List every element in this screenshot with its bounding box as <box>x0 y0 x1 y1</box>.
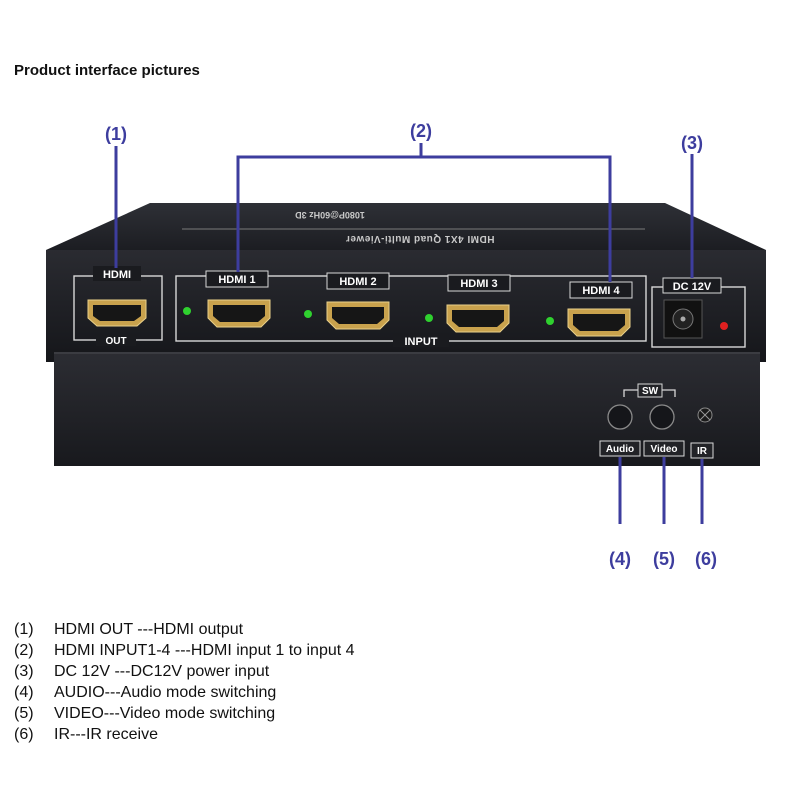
legend-item: (6) IR---IR receive <box>14 724 574 745</box>
input-led-3 <box>425 314 433 322</box>
front-device: HDMI 4X1 Quad Multi-Viewer 1080P@60Hz 3D… <box>46 203 766 362</box>
callout-2: (2) <box>410 121 432 141</box>
input-led-1 <box>183 307 191 315</box>
ir-receiver <box>697 407 713 423</box>
legend-number: (3) <box>14 663 34 680</box>
hdmi-in-port-1 <box>207 299 271 328</box>
legend-item: (3) DC 12V ---DC12V power input <box>14 661 574 682</box>
hdmi-in-port-2 <box>326 301 390 330</box>
hdmi-in-port-3 <box>446 304 510 333</box>
hdmi-out-port <box>87 299 147 327</box>
audio-button <box>607 404 633 430</box>
device-top-face <box>46 203 766 250</box>
ir-label: IR <box>697 446 708 457</box>
output-label: HDMI <box>103 269 131 281</box>
legend-number: (5) <box>14 705 34 722</box>
power-led <box>720 322 728 330</box>
legend-text: AUDIO---Audio mode switching <box>54 684 277 701</box>
video-label: Video <box>650 444 677 455</box>
dc-power-jack <box>663 299 703 339</box>
legend-number: (6) <box>14 726 34 743</box>
legend-text: DC 12V ---DC12V power input <box>54 663 270 680</box>
device-back-face <box>54 352 760 466</box>
legend-number: (2) <box>14 642 34 659</box>
callout-4: (4) <box>609 549 631 569</box>
legend-text: VIDEO---Video mode switching <box>54 705 276 722</box>
legend-item: (5) VIDEO---Video mode switching <box>14 703 574 724</box>
input-label-4: HDMI 4 <box>582 285 620 297</box>
legend-number: (4) <box>14 684 34 701</box>
page-title: Product interface pictures <box>14 62 200 79</box>
legend-text: HDMI INPUT1-4 ---HDMI input 1 to input 4 <box>54 642 355 659</box>
legend-text: HDMI OUT ---HDMI output <box>54 621 244 638</box>
legend-item: (4) AUDIO---Audio mode switching <box>14 682 574 703</box>
legend-text: IR---IR receive <box>54 726 159 743</box>
callout-6: (6) <box>695 549 717 569</box>
callout-1: (1) <box>105 124 127 144</box>
audio-label: Audio <box>606 444 634 455</box>
input-group-label: INPUT <box>405 336 438 348</box>
product-illustration: HDMI 4X1 Quad Multi-Viewer 1080P@60Hz 3D… <box>46 121 766 569</box>
legend-item: (2) HDMI INPUT1-4 ---HDMI input 1 to inp… <box>14 640 574 661</box>
legend-item: (1) HDMI OUT ---HDMI output <box>14 619 574 640</box>
output-sublabel: OUT <box>105 336 126 347</box>
switch-group-label: SW <box>642 386 659 397</box>
device-top-label: HDMI 4X1 Quad Multi-Viewer <box>346 233 495 244</box>
callout-5: (5) <box>653 549 675 569</box>
hdmi-in-port-4 <box>567 308 631 337</box>
legend-number: (1) <box>14 621 34 638</box>
callout-3: (3) <box>681 133 703 153</box>
input-led-2 <box>304 310 312 318</box>
input-led-4 <box>546 317 554 325</box>
legend-list: (1) HDMI OUT ---HDMI output (2) HDMI INP… <box>14 619 574 745</box>
device-top-sublabel: 1080P@60Hz 3D <box>295 210 365 220</box>
input-label-1: HDMI 1 <box>218 274 255 286</box>
back-device: SW Audio Video IR <box>54 352 760 466</box>
input-label-2: HDMI 2 <box>339 276 376 288</box>
input-label-3: HDMI 3 <box>460 278 497 290</box>
callout-lines <box>114 143 704 524</box>
power-label: DC 12V <box>673 281 712 293</box>
video-button <box>649 404 675 430</box>
